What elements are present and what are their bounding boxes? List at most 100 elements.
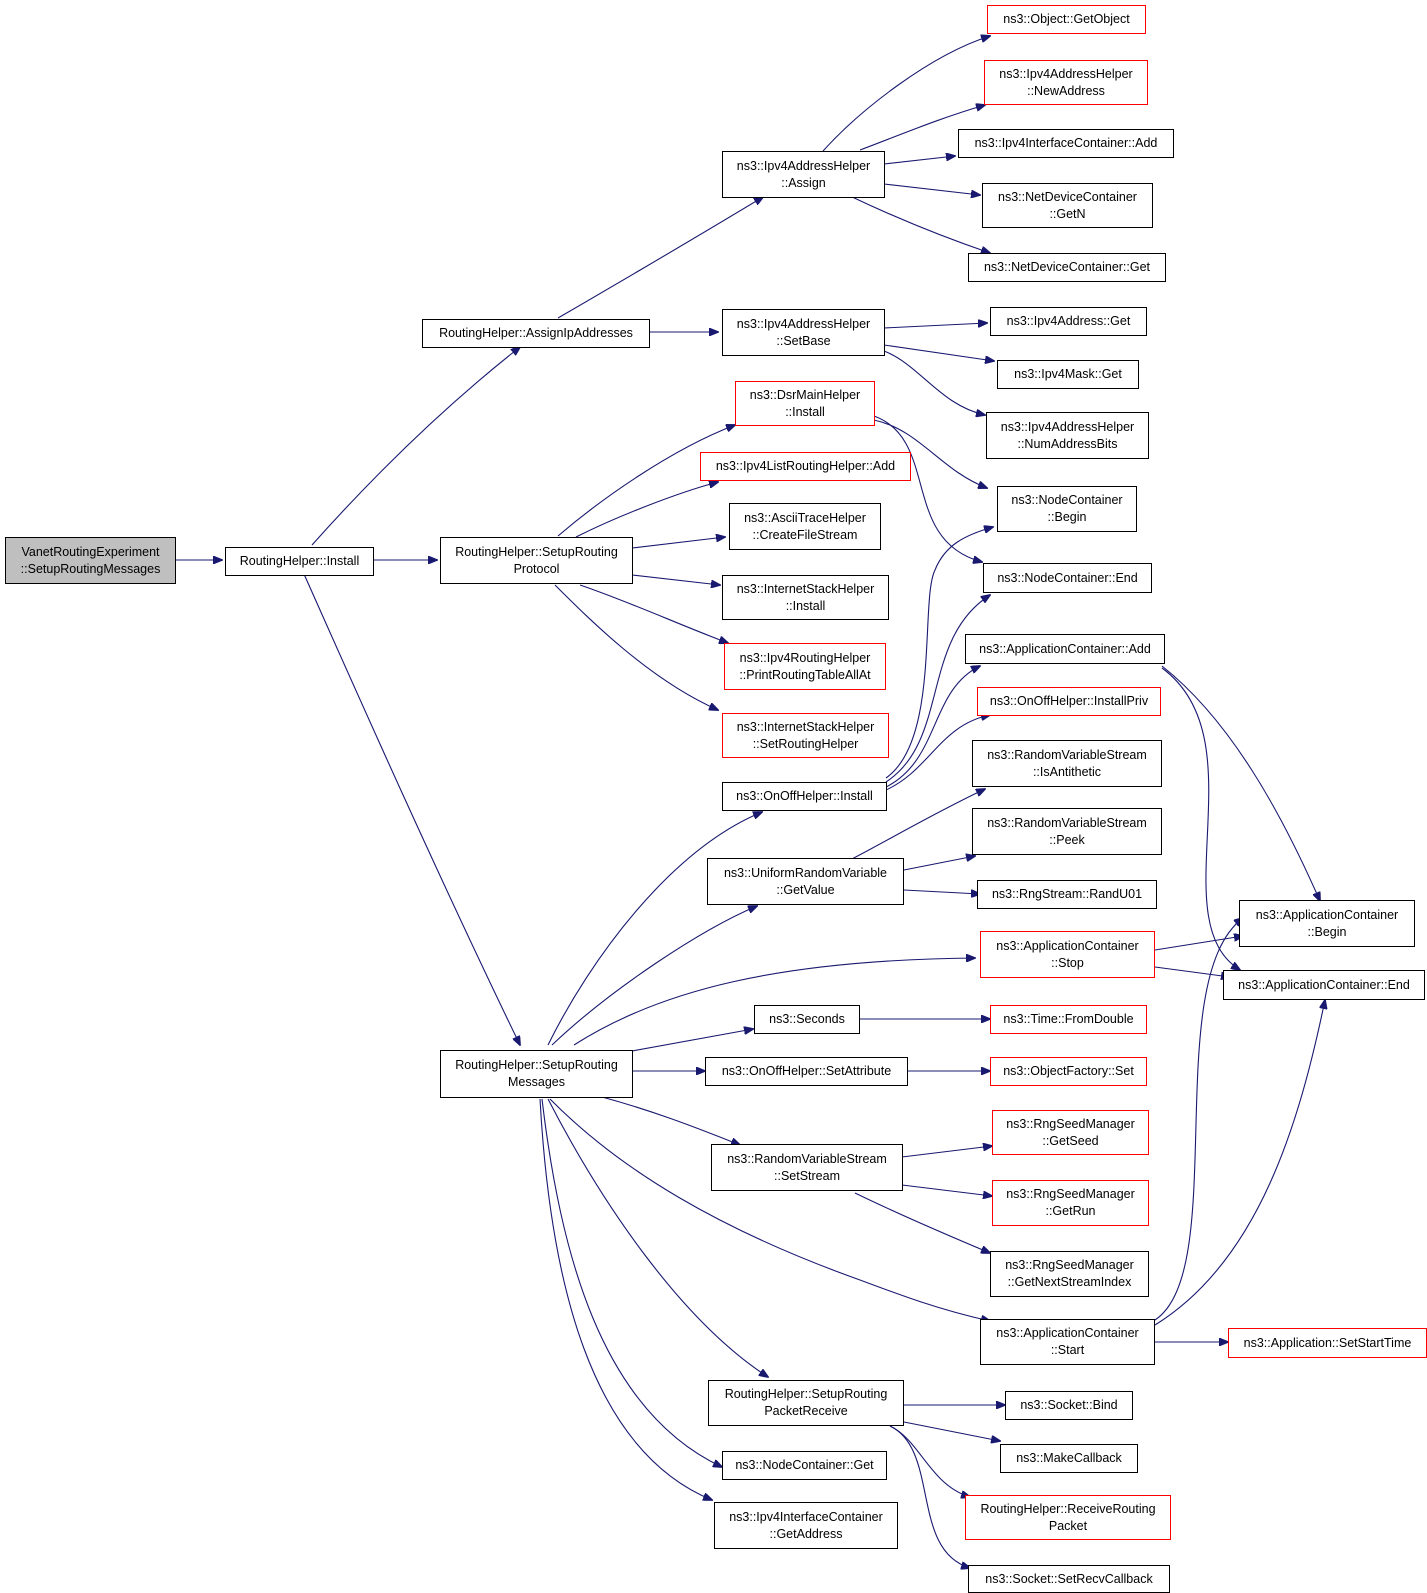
edge-ipv4ah-assign-ndc-get (849, 195, 990, 253)
node-rng-randu01[interactable]: ns3::RngStream::RandU01 (977, 880, 1157, 909)
node-rvs-isantithetic[interactable]: ns3::RandomVariableStream ::IsAntithetic (972, 740, 1162, 787)
node-rh-setup-routing-protocol[interactable]: RoutingHelper::SetupRouting Protocol (440, 537, 633, 584)
node-label-2: Messages (508, 1075, 565, 1089)
node-label-2: ::Peek (1049, 832, 1085, 847)
edge-ipv4ah-setbase-ipv4ah-numbits (883, 350, 985, 415)
node-label-2: ::Assign (781, 175, 826, 190)
node-label-1: ns3::NetDeviceContainer (998, 189, 1137, 204)
node-label-2: PacketReceive (764, 1404, 848, 1418)
node-label: ns3::Ipv4Mask::Get (1014, 367, 1122, 381)
node-label-1: ns3::Ipv4AddressHelper (1000, 419, 1135, 434)
node-ish-setroutinghelper[interactable]: ns3::InternetStackHelper ::SetRoutingHel… (722, 713, 889, 758)
node-nc-begin[interactable]: ns3::NodeContainer ::Begin (997, 486, 1137, 532)
node-label-2: Protocol (513, 561, 560, 576)
node-dsr-install[interactable]: ns3::DsrMainHelper ::Install (735, 381, 875, 426)
edge-rh-setup-msg-ac-stop (573, 958, 975, 1046)
node-label: ns3::ApplicationContainer::Add (979, 641, 1151, 656)
node-ac-end[interactable]: ns3::ApplicationContainer::End (1223, 970, 1425, 1000)
node-seconds[interactable]: ns3::Seconds (754, 1005, 860, 1034)
node-label: ns3::OnOffHelper::SetAttribute (721, 1064, 892, 1078)
edge-rh-setup-proto-ish-install (631, 574, 720, 585)
node-label-1: ns3::InternetStackHelper (736, 719, 875, 734)
node-ipv4mask-get[interactable]: ns3::Ipv4Mask::Get (997, 360, 1139, 389)
edge-dsr-install-nc-end (873, 415, 982, 562)
node-label: RoutingHelper::AssignIpAddresses (439, 326, 633, 340)
node-label: ns3::NodeContainer::End (997, 570, 1138, 585)
node-socket-setrecvcallback[interactable]: ns3::Socket::SetRecvCallback (968, 1565, 1170, 1593)
edge-ipv4ah-assign-ipv4ah-newaddr (859, 105, 985, 151)
node-ipv4ah-numaddressbits[interactable]: ns3::Ipv4AddressHelper ::NumAddressBits (986, 412, 1149, 459)
node-ac-add[interactable]: ns3::ApplicationContainer::Add (965, 634, 1165, 664)
node-ipv4ah-assign[interactable]: ns3::Ipv4AddressHelper ::Assign (722, 151, 885, 198)
node-label-1: ns3::Ipv4AddressHelper (736, 316, 871, 331)
node-ndc-getn[interactable]: ns3::NetDeviceContainer ::GetN (982, 183, 1153, 228)
node-label-2: ::GetSeed (1042, 1133, 1099, 1148)
node-rh-assign-ip-addresses[interactable]: RoutingHelper::AssignIpAddresses (422, 319, 650, 348)
node-socket-bind[interactable]: ns3::Socket::Bind (1005, 1391, 1133, 1420)
node-label-2: ::GetRun (1045, 1204, 1096, 1218)
node-nc-end[interactable]: ns3::NodeContainer::End (983, 563, 1152, 593)
node-ipv4ic-add[interactable]: ns3::Ipv4InterfaceContainer::Add (958, 129, 1174, 158)
node-rh-receiveroutingpacket[interactable]: RoutingHelper::ReceiveRouting Packet (965, 1495, 1171, 1540)
node-ipv4ah-setbase[interactable]: ns3::Ipv4AddressHelper ::SetBase (722, 309, 885, 356)
edge-dsr-install-nc-begin (873, 419, 987, 488)
node-objectfactory-set[interactable]: ns3::ObjectFactory::Set (990, 1057, 1147, 1086)
edge-ipv4ah-setbase-ipv4addr-get (883, 323, 987, 329)
node-label: ns3::OnOffHelper::Install (736, 789, 873, 803)
node-nc-get[interactable]: ns3::NodeContainer::Get (722, 1451, 887, 1480)
node-label-2: ::GetNextStreamIndex (1007, 1275, 1132, 1289)
node-app-setstarttime[interactable]: ns3::Application::SetStartTime (1228, 1328, 1427, 1358)
node-ndc-get[interactable]: ns3::NetDeviceContainer::Get (968, 253, 1166, 282)
node-label-1: RoutingHelper::SetupRouting (724, 1387, 888, 1401)
node-label-1: ns3::ApplicationContainer (1255, 907, 1399, 922)
node-rsm-getnextstreamindex[interactable]: ns3::RngSeedManager ::GetNextStreamIndex (990, 1251, 1149, 1297)
node-rh-install[interactable]: RoutingHelper::Install (225, 547, 374, 576)
edge-rh-setup-proto-dsr-install (557, 425, 735, 537)
edge-ipv4ah-assign-ndc-getn (883, 183, 980, 195)
edge-ac-start-ac-begin (1154, 918, 1243, 1321)
node-rvs-peek[interactable]: ns3::RandomVariableStream ::Peek (972, 808, 1162, 855)
edge-rh-setup-msg-onoff-install (547, 812, 762, 1046)
node-ipv4ic-getaddress[interactable]: ns3::Ipv4InterfaceContainer ::GetAddress (714, 1502, 898, 1549)
node-onoff-setattribute[interactable]: ns3::OnOffHelper::SetAttribute (705, 1057, 908, 1086)
node-urv-getvalue[interactable]: ns3::UniformRandomVariable ::GetValue (707, 858, 904, 905)
node-onoff-install[interactable]: ns3::OnOffHelper::Install (722, 782, 887, 811)
node-label-1: ns3::AsciiTraceHelper (744, 510, 866, 525)
node-label-1: ns3::UniformRandomVariable (723, 865, 888, 880)
edge-rh-packetrecv-rh-recvpacket (889, 1425, 970, 1497)
edge-rh-setup-msg-seconds (631, 1029, 753, 1052)
root-node-line-2: ::SetupRoutingMessages (20, 561, 161, 576)
node-label-2: ::Begin (1047, 510, 1087, 524)
node-label-1: ns3::Ipv4InterfaceContainer (729, 1509, 883, 1524)
edge-rh-setup-proto-ipv4list-add (575, 482, 718, 538)
edge-rh-setup-msg-ac-start (549, 1098, 990, 1321)
edge-rh-setup-msg-ipv4ic-getaddr (539, 1098, 712, 1500)
node-rsm-getrun[interactable]: ns3::RngSeedManager ::GetRun (992, 1180, 1149, 1226)
node-ipv4list-add[interactable]: ns3::Ipv4ListRoutingHelper::Add (700, 452, 911, 481)
node-makecallback[interactable]: ns3::MakeCallback (1000, 1444, 1138, 1473)
node-rvs-setstream[interactable]: ns3::RandomVariableStream ::SetStream (711, 1144, 903, 1191)
node-label: ns3::Socket::SetRecvCallback (985, 1571, 1153, 1586)
node-ipv4address-get[interactable]: ns3::Ipv4Address::Get (990, 307, 1147, 336)
node-label-1: ns3::ApplicationContainer (996, 1326, 1139, 1340)
node-ascii-createfilestream[interactable]: ns3::AsciiTraceHelper ::CreateFileStream (729, 503, 881, 550)
edge-rh-install-rh-setup-msg (303, 573, 520, 1045)
node-label-2: ::SetRoutingHelper (752, 736, 859, 751)
edge-ipv4ah-assign-ipv4ic-add (883, 156, 955, 165)
node-ac-start[interactable]: ns3::ApplicationContainer ::Start (980, 1319, 1155, 1365)
node-rsm-getseed[interactable]: ns3::RngSeedManager ::GetSeed (992, 1110, 1149, 1155)
node-ish-install[interactable]: ns3::InternetStackHelper ::Install (722, 575, 889, 620)
node-rh-setup-routing-messages[interactable]: RoutingHelper::SetupRouting Messages (440, 1050, 633, 1098)
node-onoff-installpriv[interactable]: ns3::OnOffHelper::InstallPriv (977, 687, 1161, 716)
node-rh-setuproutingpacketreceive[interactable]: RoutingHelper::SetupRouting PacketReceiv… (708, 1380, 904, 1426)
node-ac-stop[interactable]: ns3::ApplicationContainer ::Stop (980, 931, 1155, 978)
node-label-2: Packet (1048, 1518, 1088, 1533)
call-edges (175, 36, 1325, 1568)
node-time-fromdouble[interactable]: ns3::Time::FromDouble (990, 1005, 1147, 1034)
node-ipv4rh-printroutingtable[interactable]: ns3::Ipv4RoutingHelper ::PrintRoutingTab… (724, 643, 886, 690)
node-label: ns3::ApplicationContainer::End (1238, 977, 1410, 992)
node-label-1: ns3::ApplicationContainer (996, 938, 1139, 953)
node-ac-begin[interactable]: ns3::ApplicationContainer ::Begin (1239, 900, 1415, 947)
node-ipv4ah-newaddress[interactable]: ns3::Ipv4AddressHelper ::NewAddress (984, 60, 1148, 105)
node-object-getobject[interactable]: ns3::Object::GetObject (987, 5, 1146, 34)
